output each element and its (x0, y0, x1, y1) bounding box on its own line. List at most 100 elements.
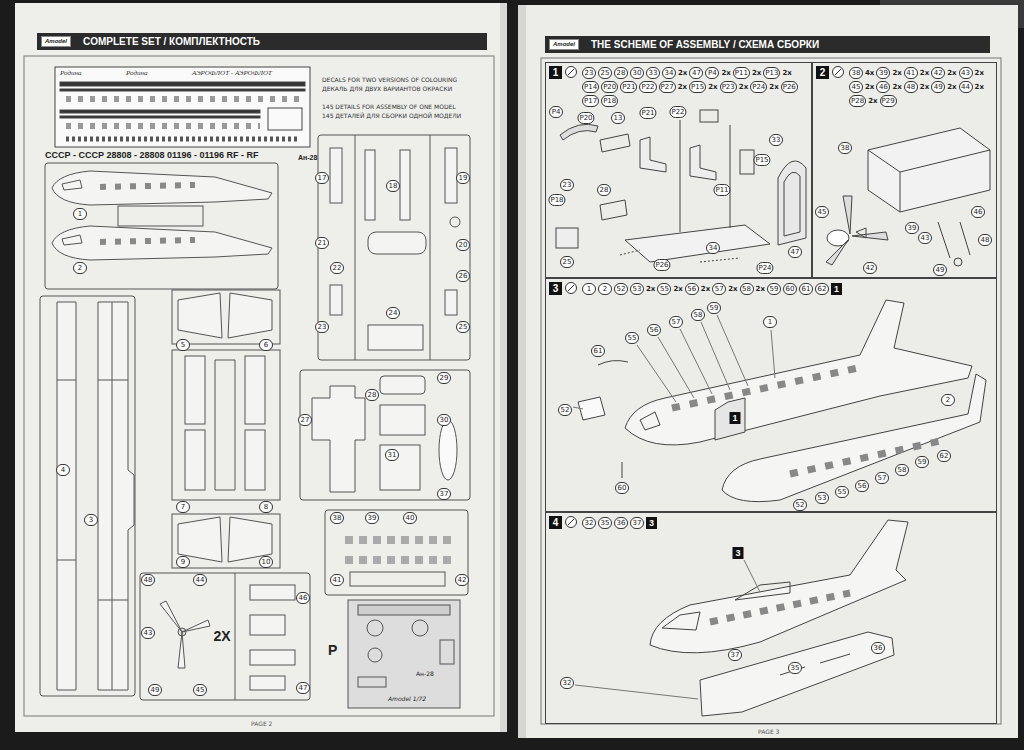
engine-parts (954, 258, 962, 266)
fuselage-assembly (573, 315, 775, 409)
callout-number: 23 (560, 179, 574, 191)
callout-number: 31 (385, 449, 399, 461)
paper (15, 3, 1018, 738)
paper (518, 5, 1018, 738)
callout-number: 19 (456, 172, 470, 184)
photo-etch-fret (348, 600, 460, 708)
callout-number: P22 (669, 106, 686, 118)
tail-sprue (185, 356, 205, 424)
interior-sprue (400, 150, 410, 220)
tool-icon (835, 69, 841, 75)
callout-number: 22 (330, 262, 344, 274)
quantity: 2X (211, 628, 232, 644)
final-assembly (575, 560, 760, 699)
callout-number: 36 (614, 517, 628, 529)
callout-number: 3 (84, 514, 98, 526)
final-assembly (780, 654, 850, 675)
callout-number: 62 (937, 450, 951, 462)
interior-sprue (318, 135, 470, 360)
quantity: 2x (868, 95, 877, 107)
tail-sprue (215, 360, 235, 490)
interior-sprue (450, 217, 460, 227)
callout-number: P27 (659, 81, 676, 93)
step-number: 2 (816, 66, 829, 79)
step-number: 3 (549, 282, 562, 295)
floor-sprue (380, 405, 425, 435)
decal-sheet (66, 96, 300, 102)
assembly-step: 4323536373 (545, 512, 997, 724)
callout-number: 57 (875, 472, 889, 484)
callout-number: 7 (176, 501, 190, 513)
callout-number: P13 (763, 67, 780, 79)
window-sprue (325, 510, 468, 595)
callout-number: 55 (625, 332, 639, 344)
photo-etch-fret (440, 640, 454, 664)
parts-list: 2325283033342x47P42xP112xP132xP14P20P21P… (582, 67, 807, 107)
callout-number: 25 (598, 67, 612, 79)
callout-number: 47 (788, 246, 802, 258)
callout-number: P26 (781, 81, 798, 93)
interior-sprue (330, 285, 342, 315)
callout-number: 44 (959, 81, 973, 93)
callout-number: 49 (148, 684, 162, 696)
callout-number: 28 (365, 389, 379, 401)
callout-number: 62 (815, 283, 829, 295)
callout-number: P15 (753, 154, 770, 166)
callout-number: 45 (849, 81, 863, 93)
cockpit-parts (620, 250, 740, 262)
interior-sprue (368, 232, 426, 254)
cockpit-parts (640, 137, 666, 172)
window-sprue (345, 536, 455, 544)
interior-sprue (445, 148, 457, 203)
fuselage-assembly (722, 374, 986, 502)
callout-number: 53 (630, 283, 644, 295)
callout-number: 52 (614, 283, 628, 295)
callout-number: 37 (728, 649, 742, 661)
decal-registration: СССР - СССР 28808 - 28808 01196 - 01196 … (45, 150, 259, 161)
engine-sprue (250, 676, 285, 690)
engine-parts (868, 128, 990, 212)
callout-number: 59 (915, 456, 929, 468)
callout-number: 43 (918, 232, 932, 244)
cockpit-parts (680, 120, 681, 232)
callout-number: 59 (767, 283, 781, 295)
decal-sheet (268, 108, 302, 130)
callout-number: 1 (763, 316, 777, 328)
quantity: 2x (892, 81, 901, 93)
brand-logo: Amodel (41, 36, 71, 47)
quantity: 2x (975, 81, 984, 93)
page-frame (24, 56, 494, 716)
fret-text: Ан-28 (416, 670, 434, 678)
callout-number: 34 (706, 242, 720, 254)
engine-sprue (250, 615, 285, 635)
callout-number: 32 (582, 517, 596, 529)
callout-number: P11 (733, 67, 750, 79)
callout-number: 21 (315, 237, 329, 249)
fuselage-sprue (62, 235, 82, 245)
callout-number: 1 (582, 283, 596, 295)
interior-sprue (318, 135, 470, 360)
quantity: 2x (756, 283, 765, 295)
cockpit-parts (556, 228, 578, 248)
callout-number: 53 (815, 492, 829, 504)
section-title: THE SCHEME OF ASSEMBLY / СХЕМА СБОРКИ (591, 38, 819, 51)
parts-list: 323536373 (582, 517, 992, 529)
fret-letter: P (328, 642, 337, 658)
fuselage-sprue (100, 185, 195, 187)
wing-sprue (57, 302, 128, 690)
callout-number: 47 (296, 682, 310, 694)
tool-icon (566, 283, 577, 294)
cockpit-parts (600, 200, 627, 220)
quantity: 2x (752, 67, 761, 79)
tool-icon (568, 285, 574, 291)
wing-sprue (57, 302, 76, 690)
callout-number: 9 (176, 556, 190, 568)
callout-number: 23 (582, 67, 596, 79)
callout-number: 5 (176, 339, 190, 351)
photo-etch-fret (367, 620, 383, 636)
note: 145 ДЕТАЛЕЙ ДЛЯ СБОРКИ ОДНОЙ МОДЕЛИ (322, 112, 461, 120)
interior-sprue (368, 325, 423, 350)
quantity: 2x (678, 81, 687, 93)
